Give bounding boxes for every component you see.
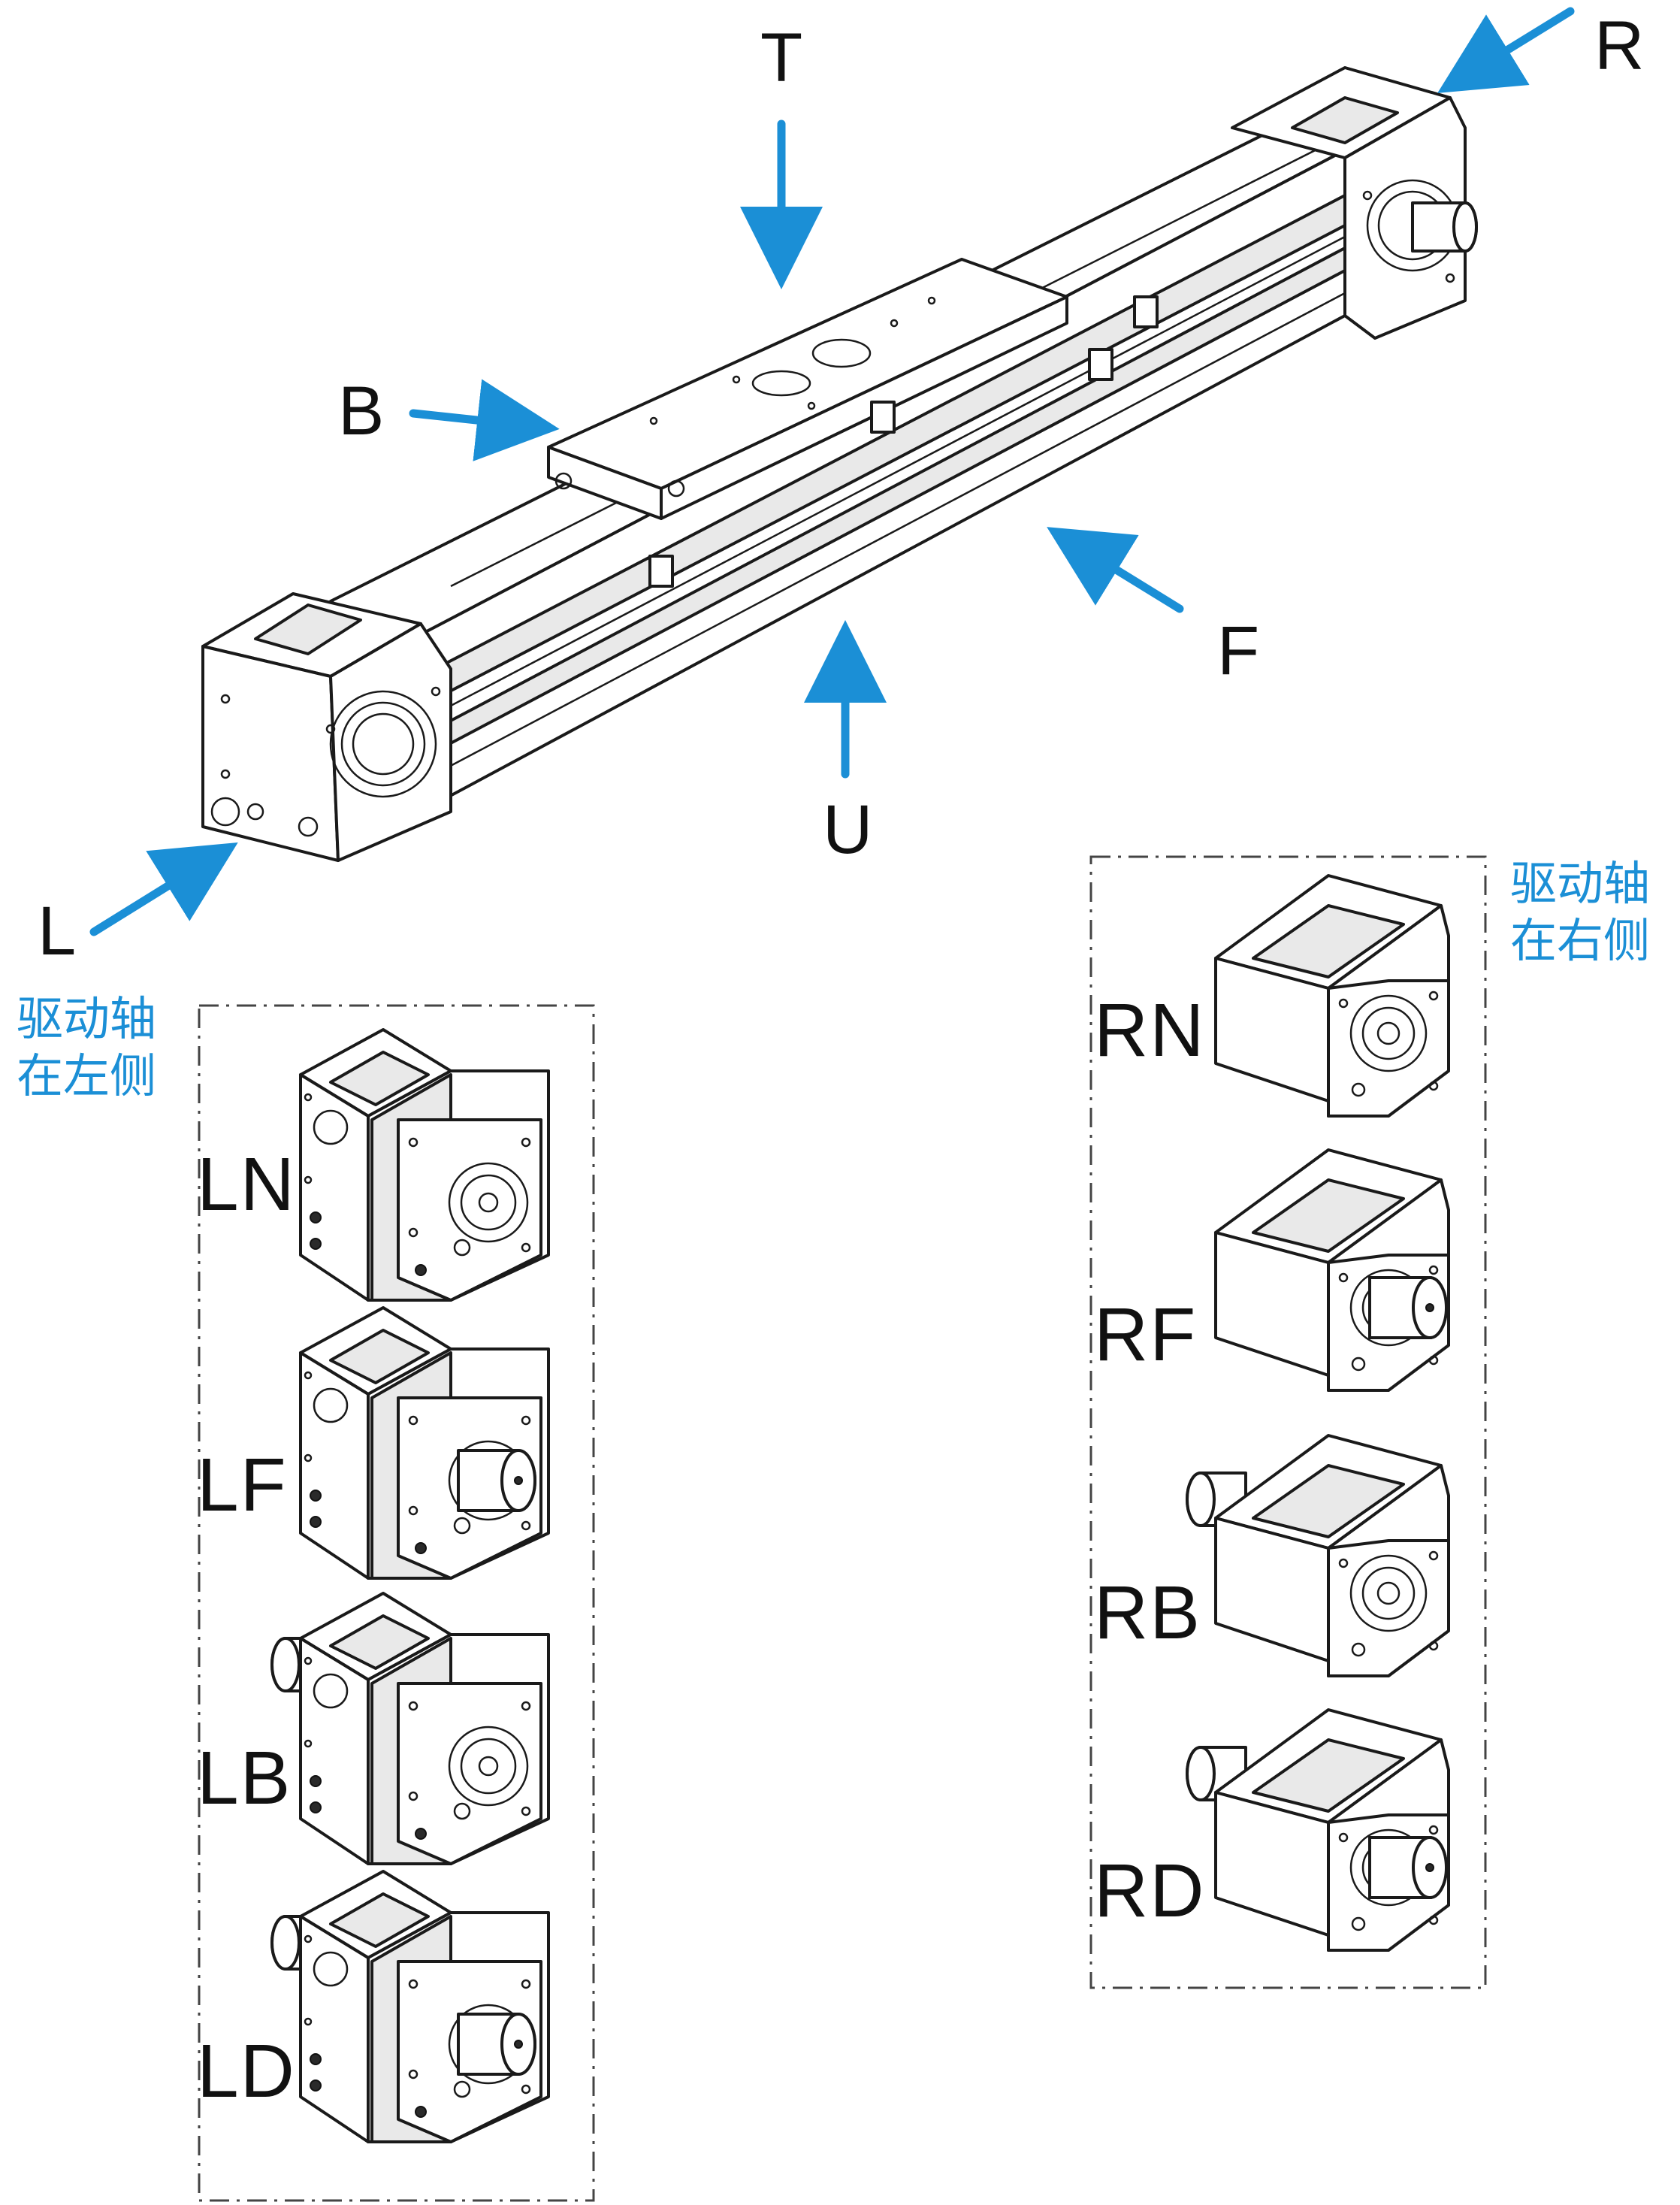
right-options-frame bbox=[1089, 855, 1487, 1989]
label-LN: LN bbox=[197, 1142, 296, 1227]
right-drive-note-line1: 驱动轴 bbox=[1510, 856, 1651, 911]
label-RB: RB bbox=[1094, 1571, 1201, 1655]
option-LB bbox=[270, 1592, 550, 1865]
direction-arrows bbox=[89, 7, 1575, 936]
label-LB: LB bbox=[197, 1736, 292, 1820]
right-drive-note: 驱动轴 在右侧 bbox=[1510, 855, 1650, 969]
label-RN: RN bbox=[1094, 988, 1205, 1072]
label-under: U bbox=[823, 791, 872, 868]
right-end-block bbox=[1343, 96, 1467, 340]
label-back: B bbox=[338, 373, 384, 449]
option-RB bbox=[1186, 1434, 1450, 1677]
label-front: F bbox=[1217, 612, 1259, 689]
option-RN bbox=[1214, 874, 1450, 1118]
option-LN bbox=[299, 1028, 550, 1302]
arrow-front bbox=[1047, 527, 1184, 613]
arrow-right bbox=[1437, 7, 1575, 93]
option-LF bbox=[299, 1306, 550, 1580]
arrow-back bbox=[409, 379, 560, 461]
option-RF bbox=[1214, 1148, 1450, 1392]
label-left: L bbox=[38, 893, 76, 969]
left-drive-note: 驱动轴 在左侧 bbox=[17, 991, 156, 1105]
right-drive-note-line2: 在右侧 bbox=[1510, 913, 1651, 968]
left-options-frame bbox=[198, 1004, 595, 2202]
linear-module bbox=[201, 66, 1478, 862]
left-drive-note-line1: 驱动轴 bbox=[17, 991, 157, 1046]
label-right: R bbox=[1594, 8, 1644, 84]
label-RF: RF bbox=[1094, 1293, 1197, 1377]
option-RD bbox=[1186, 1708, 1450, 1952]
label-RD: RD bbox=[1094, 1849, 1205, 1933]
left-drive-note-line2: 在左侧 bbox=[17, 1048, 157, 1103]
arrow-left bbox=[89, 842, 238, 936]
label-LD: LD bbox=[197, 2029, 296, 2113]
label-LF: LF bbox=[197, 1443, 288, 1527]
label-top: T bbox=[760, 20, 802, 96]
option-LD bbox=[270, 1870, 550, 2143]
